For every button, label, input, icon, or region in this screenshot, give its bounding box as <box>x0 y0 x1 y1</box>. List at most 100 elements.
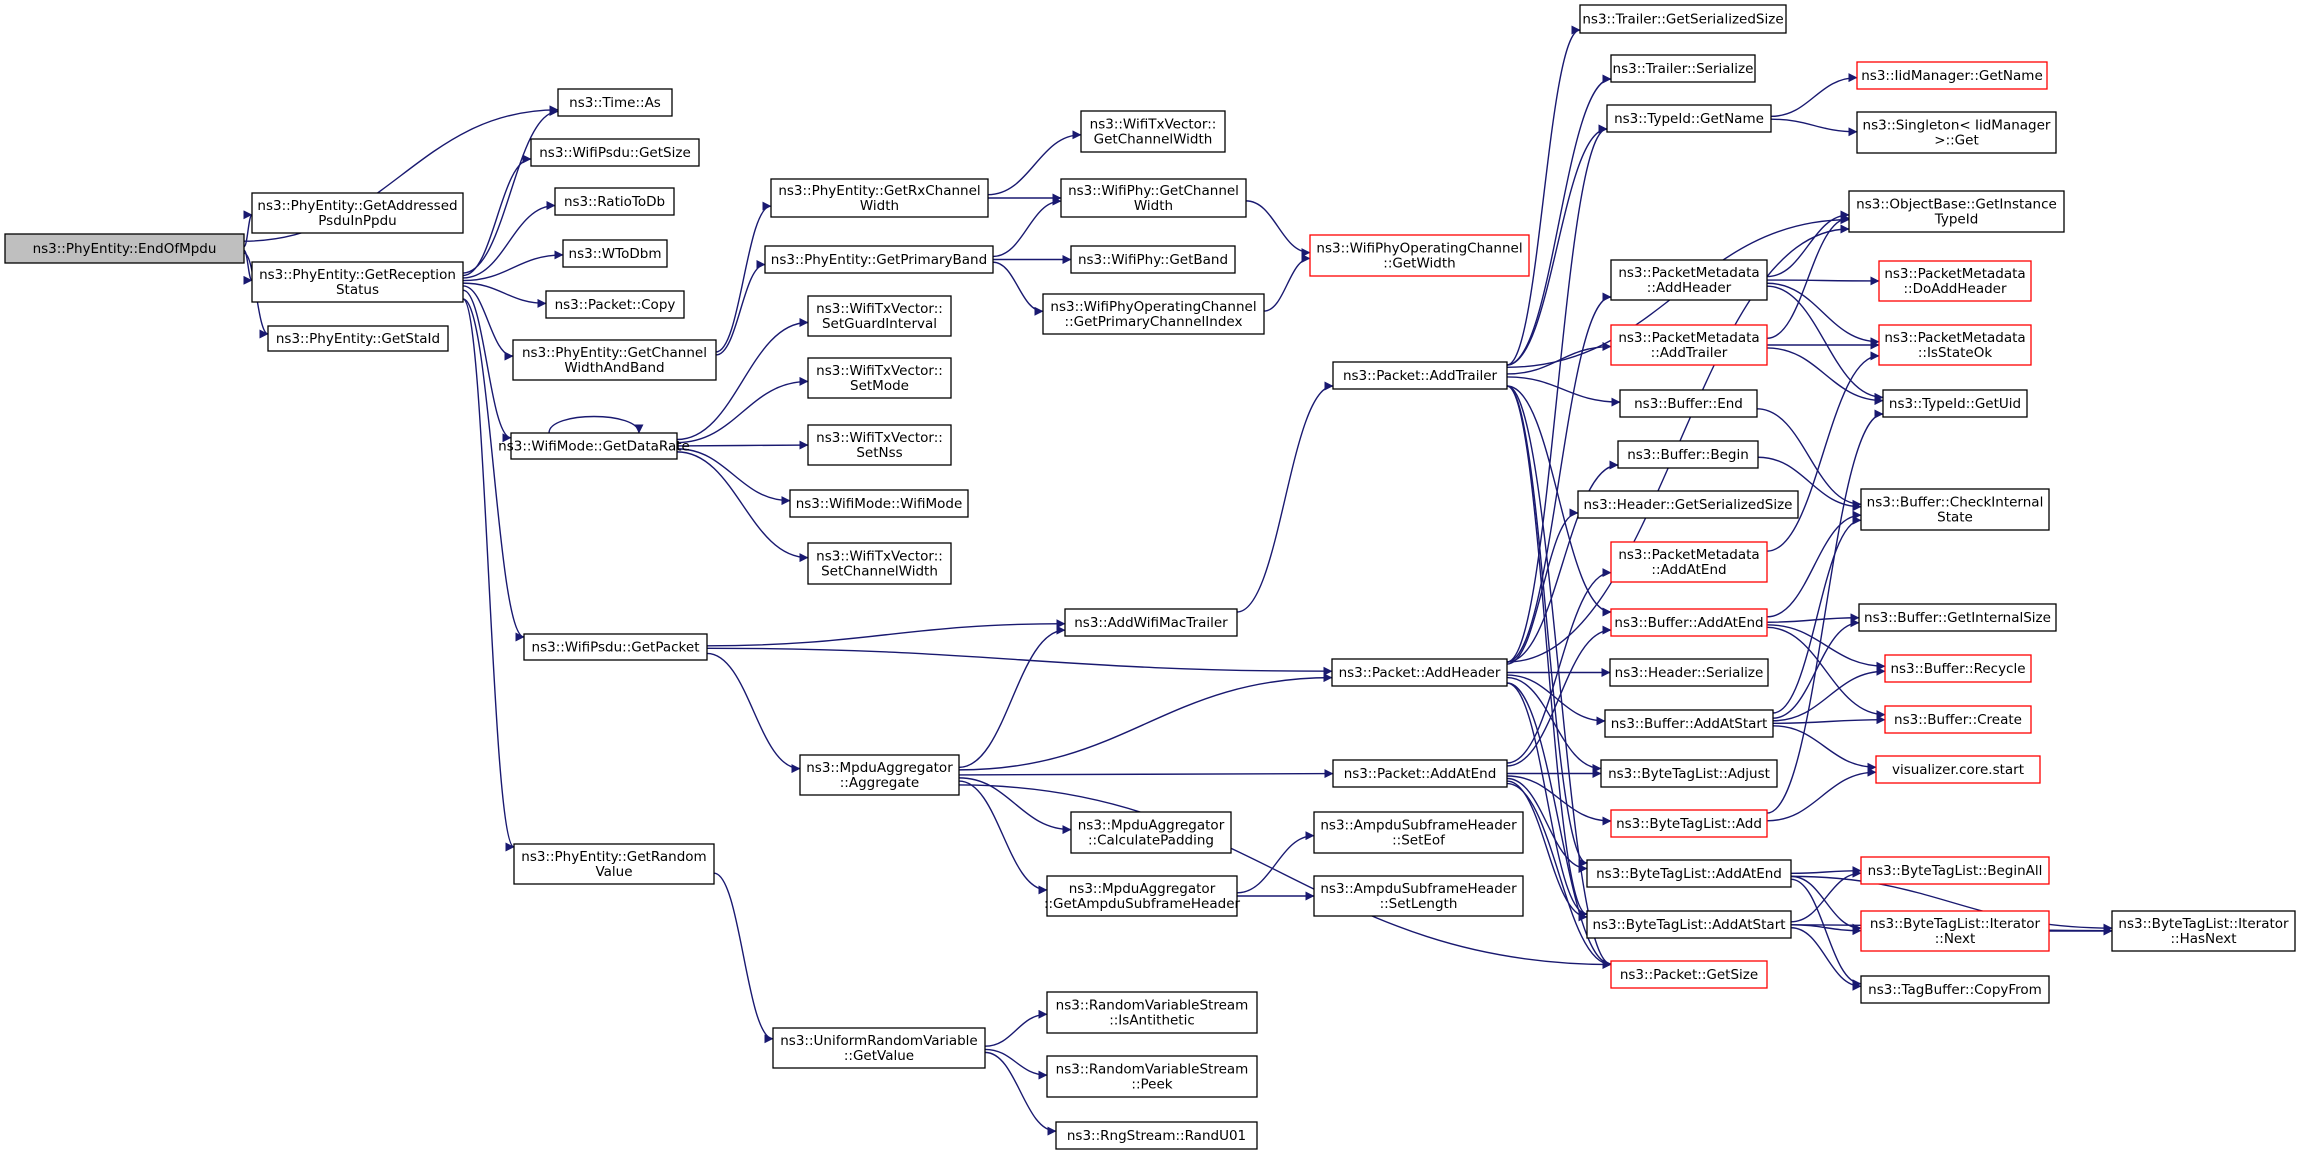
node-box[interactable] <box>1080 110 1226 153</box>
node-box[interactable] <box>1586 859 1792 888</box>
node-box[interactable] <box>1882 389 2028 418</box>
node-txv_getchannelwidth[interactable]: ns3::WifiTxVector::GetChannelWidth <box>1080 110 1226 153</box>
node-box[interactable] <box>807 424 952 466</box>
node-box[interactable] <box>1046 1055 1258 1098</box>
node-box[interactable] <box>1856 111 2057 154</box>
node-box[interactable] <box>1600 759 1778 788</box>
node-box[interactable] <box>523 633 708 661</box>
node-box[interactable] <box>1313 811 1524 854</box>
node-wtodbm[interactable]: ns3::WToDbm <box>562 239 668 268</box>
node-packet_addatend[interactable]: ns3::Packet::AddAtEnd <box>1332 759 1508 788</box>
node-pm_doaddheader[interactable]: ns3::PacketMetadata::DoAddHeader <box>1878 260 2032 302</box>
node-btl_add[interactable]: ns3::ByteTagList::Add <box>1610 809 1768 838</box>
node-visualizer_start[interactable]: visualizer.core.start <box>1875 755 2041 784</box>
node-btl_adjust[interactable]: ns3::ByteTagList::Adjust <box>1600 759 1778 788</box>
node-psdu_getpacket[interactable]: ns3::WifiPsdu::GetPacket <box>523 633 708 661</box>
node-getstaid[interactable]: ns3::PhyEntity::GetStaId <box>267 325 449 352</box>
node-header_getserializedsize[interactable]: ns3::Header::GetSerializedSize <box>1577 490 1799 519</box>
node-box[interactable] <box>1875 755 2041 784</box>
node-box[interactable] <box>513 843 715 885</box>
node-getprimarychannelindex[interactable]: ns3::WifiPhyOperatingChannel::GetPrimary… <box>1042 293 1265 335</box>
node-box[interactable] <box>1042 293 1265 335</box>
node-trailer_getserializedsize[interactable]: ns3::Trailer::GetSerializedSize <box>1579 4 1787 34</box>
node-pm_addatend[interactable]: ns3::PacketMetadata::AddAtEnd <box>1610 541 1768 583</box>
node-phy_getband[interactable]: ns3::WifiPhy::GetBand <box>1070 245 1236 274</box>
node-box[interactable] <box>1332 361 1508 390</box>
node-box[interactable] <box>1046 991 1258 1034</box>
node-box[interactable] <box>1579 4 1787 34</box>
node-box[interactable] <box>545 290 685 319</box>
node-pm_addtrailer[interactable]: ns3::PacketMetadata::AddTrailer <box>1610 324 1768 366</box>
node-typeid_getuid[interactable]: ns3::TypeId::GetUid <box>1882 389 2028 418</box>
node-box[interactable] <box>789 489 969 518</box>
node-btl_iterator_hasnext[interactable]: ns3::ByteTagList::Iterator::HasNext <box>2111 910 2296 952</box>
node-peek[interactable]: ns3::RandomVariableStream::Peek <box>1046 1055 1258 1098</box>
node-opchannel_getwidth[interactable]: ns3::WifiPhyOperatingChannel::GetWidth <box>1309 234 1530 277</box>
node-setlength[interactable]: ns3::AmpduSubframeHeader::SetLength <box>1313 875 1524 917</box>
node-tagbuffer_copyfrom[interactable]: ns3::TagBuffer::CopyFrom <box>1860 975 2050 1004</box>
node-box[interactable] <box>1858 603 2057 632</box>
node-box[interactable] <box>1610 541 1768 583</box>
node-iidmanager_getname[interactable]: ns3::IidManager::GetName <box>1856 61 2048 90</box>
node-box[interactable] <box>1860 488 2050 531</box>
node-getampdusubframeheader[interactable]: ns3::MpduAggregator::GetAmpduSubframeHea… <box>1044 875 1241 917</box>
node-buffer_end[interactable]: ns3::Buffer::End <box>1619 389 1758 418</box>
node-randu01[interactable]: ns3::RngStream::RandU01 <box>1055 1121 1258 1150</box>
node-box[interactable] <box>1309 234 1530 277</box>
node-box[interactable] <box>1860 975 2050 1004</box>
node-box[interactable] <box>1610 54 1756 83</box>
node-box[interactable] <box>1060 178 1247 218</box>
node-box[interactable] <box>512 339 717 381</box>
node-box[interactable] <box>562 239 668 268</box>
node-seteof[interactable]: ns3::AmpduSubframeHeader::SetEof <box>1313 811 1524 854</box>
node-box[interactable] <box>4 233 245 264</box>
node-box[interactable] <box>772 1027 986 1069</box>
node-packet_getsize[interactable]: ns3::Packet::GetSize <box>1610 960 1768 989</box>
node-box[interactable] <box>1606 104 1772 133</box>
node-packet_addtrailer[interactable]: ns3::Packet::AddTrailer <box>1332 361 1508 390</box>
node-buffer_begin[interactable]: ns3::Buffer::Begin <box>1617 440 1759 469</box>
node-calculatepadding[interactable]: ns3::MpduAggregator::CalculatePadding <box>1070 811 1232 854</box>
node-box[interactable] <box>1617 440 1759 469</box>
node-box[interactable] <box>557 88 673 117</box>
node-box[interactable] <box>1610 259 1768 301</box>
node-box[interactable] <box>1313 875 1524 917</box>
node-mpdu_aggregate[interactable]: ns3::MpduAggregator::Aggregate <box>799 754 960 796</box>
node-packet_addheader[interactable]: ns3::Packet::AddHeader <box>1331 658 1508 687</box>
node-pm_isstateok[interactable]: ns3::PacketMetadata::IsStateOk <box>1878 324 2032 366</box>
node-box[interactable] <box>807 542 952 585</box>
node-box[interactable] <box>770 178 989 218</box>
node-box[interactable] <box>1860 910 2050 952</box>
node-time_as[interactable]: ns3::Time::As <box>557 88 673 117</box>
node-btl_iterator_next[interactable]: ns3::ByteTagList::Iterator::Next <box>1860 910 2050 952</box>
node-buffer_addatend[interactable]: ns3::Buffer::AddAtEnd <box>1610 608 1768 637</box>
node-setguardinterval[interactable]: ns3::WifiTxVector::SetGuardInterval <box>807 295 952 337</box>
node-box[interactable] <box>1064 608 1238 637</box>
node-isantithetic[interactable]: ns3::RandomVariableStream::IsAntithetic <box>1046 991 1258 1034</box>
node-box[interactable] <box>251 261 464 303</box>
node-packet_copy[interactable]: ns3::Packet::Copy <box>545 290 685 319</box>
node-box[interactable] <box>1055 1121 1258 1150</box>
node-box[interactable] <box>530 138 700 167</box>
node-getdatarate[interactable]: ns3::WifiMode::GetDataRate <box>498 432 690 460</box>
node-box[interactable] <box>1070 245 1236 274</box>
node-btl_addatend[interactable]: ns3::ByteTagList::AddAtEnd <box>1586 859 1792 888</box>
node-box[interactable] <box>2111 910 2296 952</box>
node-btl_beginall[interactable]: ns3::ByteTagList::BeginAll <box>1860 856 2050 885</box>
node-box[interactable] <box>1604 709 1774 738</box>
node-ratiotodb[interactable]: ns3::RatioToDb <box>554 187 675 216</box>
node-singleton_get[interactable]: ns3::Singleton< IidManager>::Get <box>1856 111 2057 154</box>
node-box[interactable] <box>510 432 678 460</box>
node-wifimode_ctor[interactable]: ns3::WifiMode::WifiMode <box>789 489 969 518</box>
node-box[interactable] <box>1619 389 1758 418</box>
node-box[interactable] <box>1610 324 1768 366</box>
node-buffer_create[interactable]: ns3::Buffer::Create <box>1884 705 2032 734</box>
node-trailer_serialize[interactable]: ns3::Trailer::Serialize <box>1610 54 1756 83</box>
node-box[interactable] <box>1610 960 1768 989</box>
